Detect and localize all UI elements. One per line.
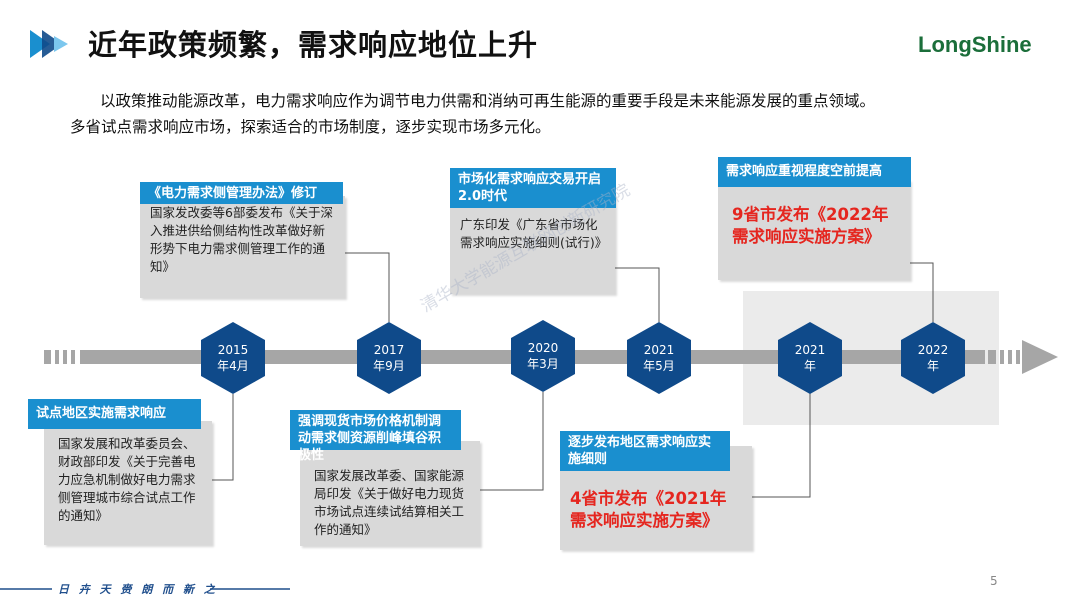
- node-month: 年: [926, 359, 939, 373]
- node-month: 年: [803, 359, 816, 373]
- node-year: 2021: [794, 343, 826, 357]
- node-year: 2015: [217, 343, 249, 357]
- play-arrows-icon: [30, 30, 68, 58]
- card-body-2020: 广东印发《广东省市场化需求响应实施细则(试行)》: [450, 194, 615, 294]
- card-label-2017: 《电力需求侧管理办法》修订: [140, 182, 343, 204]
- timeline-node-2015-04: 2015 年4月: [201, 322, 265, 394]
- footer-rule: [0, 588, 290, 590]
- node-month: 年5月: [643, 359, 675, 373]
- timeline-node-2020-03: 2020 年3月: [511, 320, 575, 392]
- timeline-node-2021: 2021 年: [778, 322, 842, 394]
- footer-motto: 日 卉 天 赍 朗 而 新 之: [58, 583, 218, 596]
- card-body-2017b: 国家发展改革委、国家能源局印发《关于做好电力现货市场试点连续试结算相关工作的通知…: [300, 441, 480, 546]
- connector-2021: [752, 392, 811, 498]
- card-label-2015: 试点地区实施需求响应: [28, 399, 201, 429]
- page-number: 5: [990, 574, 998, 588]
- node-month: 年9月: [373, 359, 405, 373]
- page-title: 近年政策频繁，需求响应地位上升: [88, 28, 539, 62]
- card-label-2022: 需求响应重视程度空前提高: [718, 157, 911, 187]
- connector-2020: [480, 392, 544, 491]
- card-label-2017b: 强调现货市场价格机制调动需求侧资源削峰填谷积极性: [290, 410, 461, 463]
- intro-line-1: 以政策推动能源改革，电力需求响应作为调节电力供需和消纳可再生能源的重要手段是未来…: [100, 92, 876, 110]
- timeline-node-2022: 2022 年: [901, 322, 965, 394]
- node-year: 2022: [917, 343, 949, 357]
- card-body-2022: 9省市发布《2022年需求响应实施方案》: [718, 180, 910, 280]
- node-month: 年4月: [217, 359, 249, 373]
- card-body-2015: 国家发展和改革委员会、财政部印发《关于完善电力应急机制做好电力需求侧管理城市综合…: [44, 421, 212, 545]
- connector-2017: [345, 252, 390, 322]
- card-label-2021: 逐步发布地区需求响应实施细则: [560, 431, 730, 471]
- intro-line-2: 多省试点需求响应市场，探索适合的市场制度，逐步实现市场多元化。: [70, 118, 551, 136]
- node-year: 2021: [643, 343, 675, 357]
- intro-text: 以政策推动能源改革，电力需求响应作为调节电力供需和消纳可再生能源的重要手段是未来…: [70, 88, 1030, 140]
- card-label-2020: 市场化需求响应交易开启2.0时代: [450, 168, 616, 208]
- connector-2015: [212, 394, 234, 481]
- timeline-node-2021-05: 2021 年5月: [627, 322, 691, 394]
- node-year: 2017: [373, 343, 405, 357]
- node-month: 年3月: [527, 357, 559, 371]
- connector-2022: [910, 262, 934, 322]
- node-year: 2020: [527, 341, 559, 355]
- card-body-2017: 国家发改委等6部委发布《关于深入推进供给侧结构性改革做好新形势下电力需求侧管理工…: [140, 196, 345, 298]
- connector-2021-5: [615, 267, 660, 322]
- company-logo: LongShine: [918, 32, 1032, 57]
